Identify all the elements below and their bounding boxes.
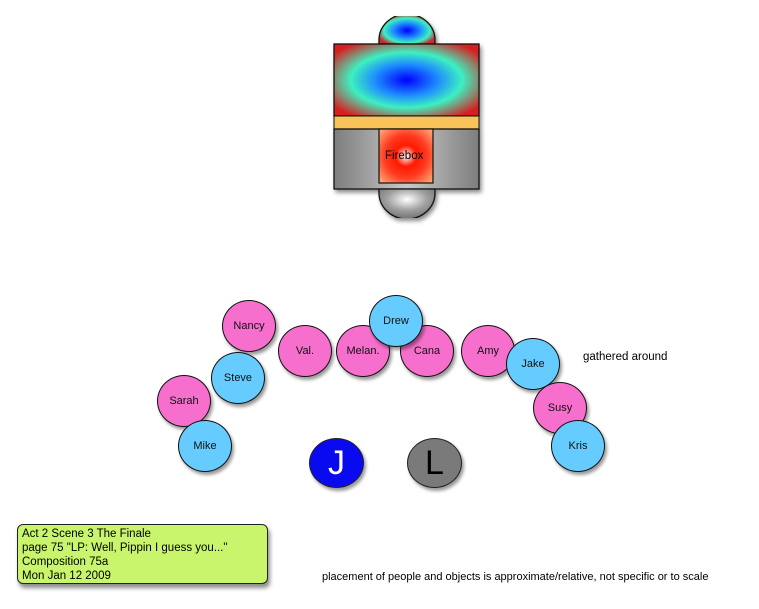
person-label: Val.	[295, 345, 315, 357]
tank-band	[333, 115, 480, 130]
person-label: Jake	[521, 358, 545, 370]
person-label: Nancy	[233, 320, 265, 332]
marker-label: L	[425, 443, 444, 482]
scene-note: Act 2 Scene 3 The Finale page 75 "LP: We…	[17, 524, 268, 584]
person-label: Cana	[413, 345, 441, 357]
stove-graphic	[333, 13, 480, 220]
person-label: Sarah	[169, 395, 199, 407]
person-label: Susy	[547, 402, 573, 414]
person-nancy[interactable]: Nancy	[222, 300, 276, 352]
stove-diagram: Firebox	[333, 13, 481, 220]
person-label: Steve	[223, 372, 253, 384]
person-melan[interactable]: Melan.	[336, 325, 390, 377]
bottom-dome	[378, 188, 436, 220]
person-val[interactable]: Val.	[278, 325, 332, 377]
person-drew[interactable]: Drew	[369, 295, 423, 347]
marker-label: J	[328, 443, 345, 482]
note-line-date: Mon Jan 12 2009	[22, 570, 111, 582]
gathered-around-label: gathered around	[583, 351, 668, 363]
person-sarah[interactable]: Sarah	[157, 375, 211, 427]
water-tank	[333, 43, 480, 117]
note-line-composition: Composition 75a	[22, 556, 109, 568]
person-label: Melan.	[346, 345, 380, 357]
marker-j[interactable]: J	[309, 438, 364, 488]
person-jake[interactable]: Jake	[506, 338, 560, 390]
firebox	[378, 128, 434, 184]
firebox-label: Firebox	[385, 150, 424, 162]
marker-l[interactable]: L	[407, 438, 462, 488]
note-line-act: Act 2 Scene 3 The Finale	[22, 528, 151, 540]
person-steve[interactable]: Steve	[211, 352, 265, 404]
person-kris[interactable]: Kris	[551, 420, 605, 472]
person-mike[interactable]: Mike	[178, 420, 232, 472]
person-label: Amy	[477, 345, 499, 357]
note-line-page: page 75 "LP: Well, Pippin I guess you...…	[22, 542, 228, 554]
person-label: Drew	[383, 315, 409, 327]
person-label: Kris	[568, 440, 588, 452]
person-label: Mike	[193, 440, 217, 452]
disclaimer: placement of people and objects is appro…	[322, 571, 709, 583]
top-dome	[378, 13, 436, 45]
